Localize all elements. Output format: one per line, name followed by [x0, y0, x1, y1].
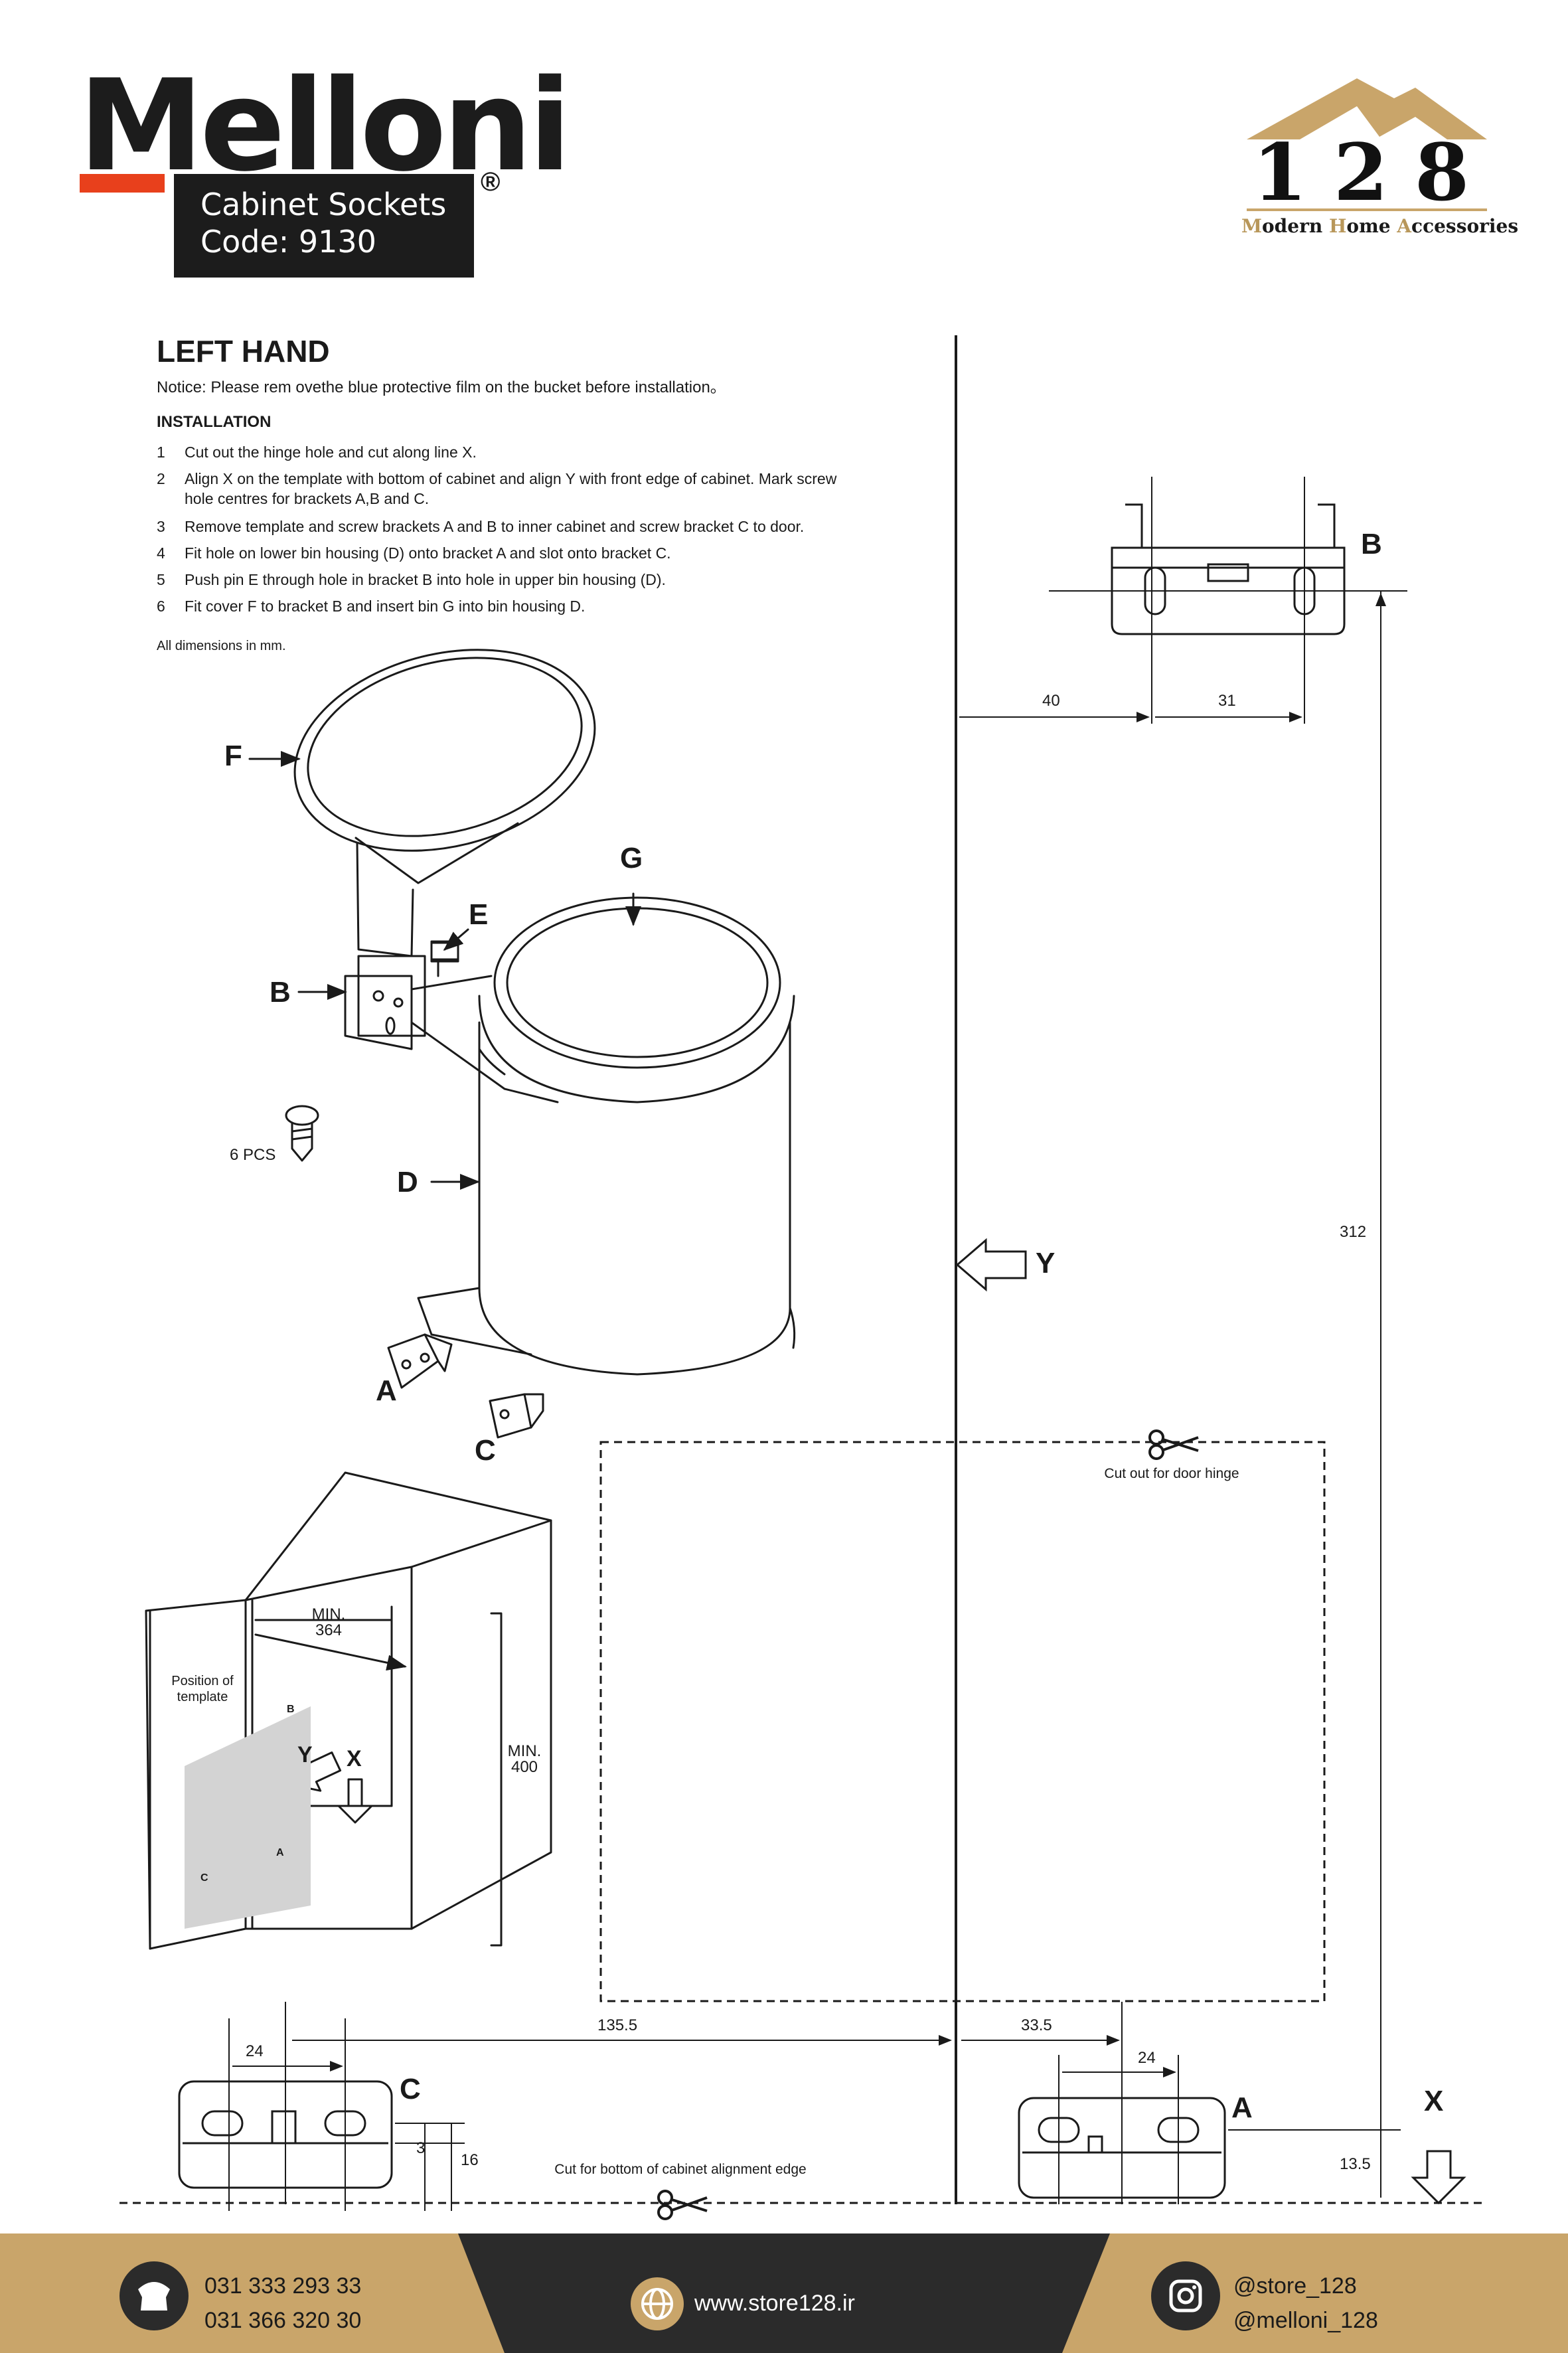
scissors-icon — [1148, 1429, 1199, 1460]
template-label-b: B — [1361, 528, 1382, 560]
template-label-x: X — [1424, 2085, 1444, 2117]
label-b: B — [270, 976, 291, 1009]
social-handle-melloni[interactable]: @melloni_128 — [1233, 2308, 1378, 2333]
scissors-icon — [657, 2190, 708, 2220]
social-handle-store[interactable]: @store_128 — [1233, 2273, 1357, 2299]
product-line: Cabinet Sockets — [200, 187, 447, 222]
dimensions-note: All dimensions in mm. — [157, 639, 286, 653]
bottom-cut-label: Cut for bottom of cabinet alignment edge — [554, 2162, 807, 2177]
cabinet-c-label: C — [200, 1872, 208, 1884]
min-width-label: MIN.364 — [311, 1605, 346, 1639]
template-label-a: A — [1231, 2091, 1253, 2124]
dim-40: 40 — [1042, 692, 1060, 710]
cabinet-a-label: A — [276, 1847, 284, 1858]
dim-135-5: 135.5 — [597, 2016, 638, 2034]
screws-count: 6 PCS — [230, 1146, 276, 1164]
dim-31: 31 — [1218, 692, 1236, 710]
screw-drawing — [285, 1105, 319, 1162]
phone-number-1[interactable]: 031 333 293 33 — [204, 2273, 362, 2299]
dim-3: 3 — [416, 2139, 426, 2157]
store-tagline: Modern Home Accessories — [1241, 215, 1519, 237]
label-f: F — [224, 740, 242, 772]
bracket-a-drawing — [387, 1333, 453, 1389]
dim-13-5: 13.5 — [1340, 2155, 1371, 2173]
label-e: E — [469, 898, 489, 931]
dim-16: 16 — [461, 2151, 479, 2169]
dim-24-right: 24 — [1138, 2049, 1156, 2067]
template-label-c: C — [400, 2073, 421, 2105]
min-height-label: MIN.400 — [507, 1742, 542, 1776]
template-label-y: Y — [1036, 1247, 1056, 1279]
product-code: Code: 9130 — [200, 224, 376, 260]
phone-number-2[interactable]: 031 366 320 30 — [204, 2308, 362, 2333]
product-info-box: Cabinet Sockets Code: 9130 — [174, 174, 474, 278]
website-link[interactable]: www.store128.ir — [694, 2291, 855, 2316]
cabinet-y-label: Y — [297, 1742, 313, 1767]
cover-f-drawing — [293, 649, 596, 957]
label-a: A — [376, 1374, 397, 1407]
label-g: G — [620, 842, 643, 874]
dim-33-5: 33.5 — [1021, 2016, 1052, 2034]
cutout-label: Cut out for door hinge — [1104, 1466, 1239, 1481]
notice-text: Notice: Please rem ovethe blue protectiv… — [157, 378, 726, 396]
cabinet-x-label: X — [347, 1746, 362, 1771]
melloni-logo: Melloni — [78, 52, 572, 199]
cabinet-b-label: B — [287, 1704, 295, 1715]
label-c: C — [475, 1434, 496, 1467]
page-title: LEFT HAND — [157, 334, 330, 368]
template-drawing — [119, 335, 1487, 2211]
template-position-label: Position of template — [171, 1674, 234, 1704]
dim-312: 312 — [1340, 1223, 1367, 1241]
installation-title: INSTALLATION — [157, 413, 272, 431]
label-d: D — [397, 1166, 418, 1198]
bracket-c-drawing — [489, 1393, 544, 1439]
logo-red-bar — [80, 174, 165, 193]
store-number: 128 — [1252, 126, 1496, 218]
registered-mark: ® — [481, 167, 501, 197]
dim-24-left: 24 — [246, 2042, 264, 2060]
